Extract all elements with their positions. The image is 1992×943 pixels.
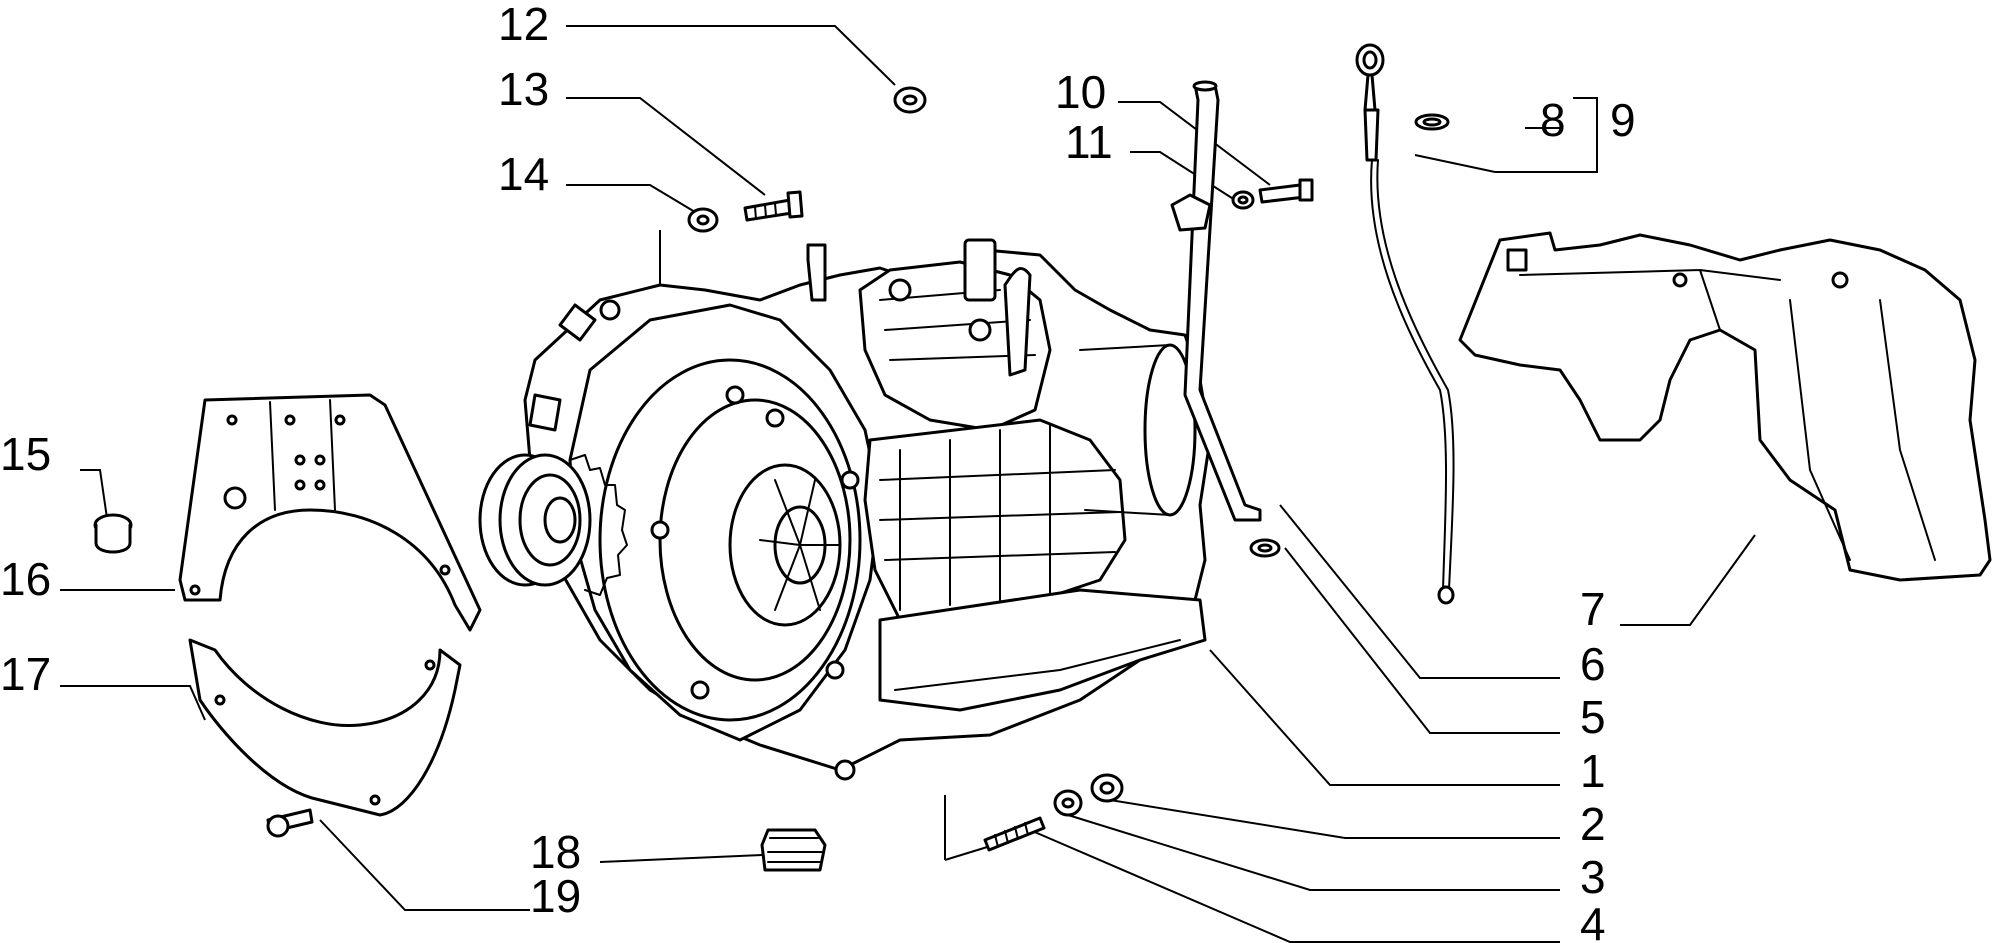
label-19: 19 (530, 870, 581, 922)
label-16: 16 (0, 553, 51, 605)
label-7: 7 (1580, 583, 1606, 635)
label-17: 17 (0, 648, 51, 700)
plug-15 (93, 513, 133, 554)
stud-4 (983, 816, 1046, 852)
label-18: 18 (530, 826, 581, 878)
label-9: 9 (1610, 94, 1636, 146)
pad-18 (760, 828, 827, 872)
label-1: 1 (1580, 745, 1606, 797)
label-2: 2 (1580, 798, 1606, 850)
leader-lines (60, 25, 1756, 943)
label-8: 8 (1540, 94, 1566, 146)
input-gear (478, 453, 628, 596)
washer-14 (687, 207, 719, 233)
label-13: 13 (498, 63, 549, 115)
label-11: 11 (1065, 116, 1113, 168)
dipstick (1355, 43, 1455, 605)
label-10: 10 (1055, 66, 1106, 118)
bolt-19 (266, 808, 314, 838)
label-6: 6 (1580, 638, 1606, 690)
nut-12 (893, 86, 927, 114)
label-12: 12 (498, 0, 549, 50)
bolt-13 (743, 190, 804, 222)
cover-plate-16 (178, 393, 482, 632)
label-3: 3 (1580, 851, 1606, 903)
dipstick-tube (1170, 80, 1314, 558)
nut-2 (1090, 773, 1124, 803)
label-14: 14 (498, 148, 549, 200)
transmission-housing (523, 238, 1212, 781)
callout-labels: 12 13 14 10 11 8 9 7 6 5 1 2 3 4 15 16 1… (0, 0, 1636, 943)
heat-shield (1458, 231, 1992, 582)
label-15: 15 (0, 428, 51, 480)
washer-3 (1053, 789, 1083, 817)
cover-plate-17 (188, 638, 462, 817)
label-4: 4 (1580, 898, 1606, 943)
label-5: 5 (1580, 691, 1606, 743)
